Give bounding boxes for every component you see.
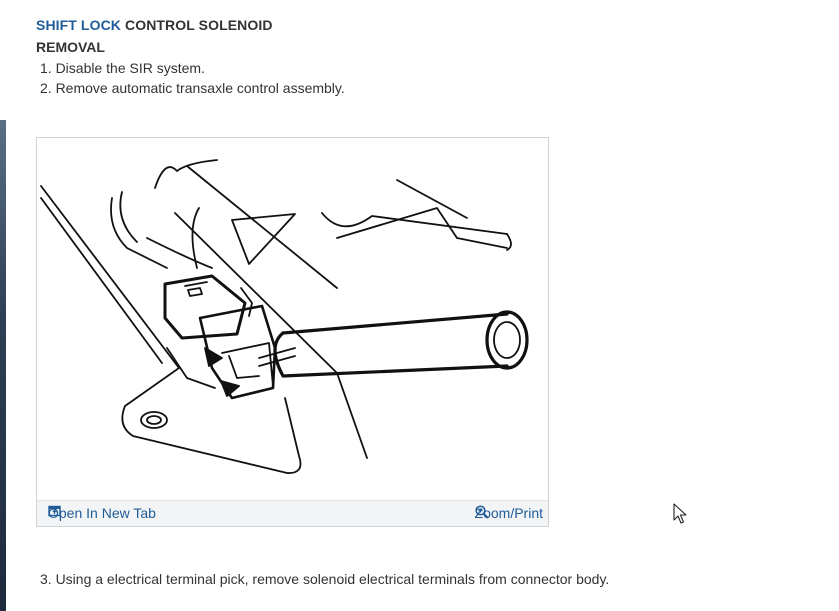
figure-container: Open In New Tab Zoom/Print <box>36 137 549 527</box>
step-3: 3. Using a electrical terminal pick, rem… <box>40 571 610 587</box>
open-in-new-tab-link[interactable]: Open In New Tab <box>48 505 156 521</box>
window-edge <box>0 120 6 611</box>
figure-toolbar: Open In New Tab Zoom/Print <box>37 500 548 526</box>
open-in-new-tab-label: Open In New Tab <box>48 505 156 521</box>
title-accent: SHIFT LOCK <box>36 17 121 33</box>
title-rest: CONTROL SOLENOID <box>125 17 273 33</box>
step-1: 1. Disable the SIR system. <box>40 60 205 76</box>
zoom-print-label: Zoom/Print <box>474 505 543 521</box>
zoom-print-link[interactable]: Zoom/Print <box>475 505 543 521</box>
step-2: 2. Remove automatic transaxle control as… <box>40 80 345 96</box>
solenoid-illustration <box>40 159 529 474</box>
page-title: SHIFT LOCK CONTROL SOLENOID <box>36 17 273 33</box>
mouse-cursor-icon <box>673 503 687 524</box>
magnifier-plus-icon <box>474 505 489 519</box>
open-new-tab-icon <box>48 505 61 517</box>
section-subtitle: REMOVAL <box>36 39 105 55</box>
